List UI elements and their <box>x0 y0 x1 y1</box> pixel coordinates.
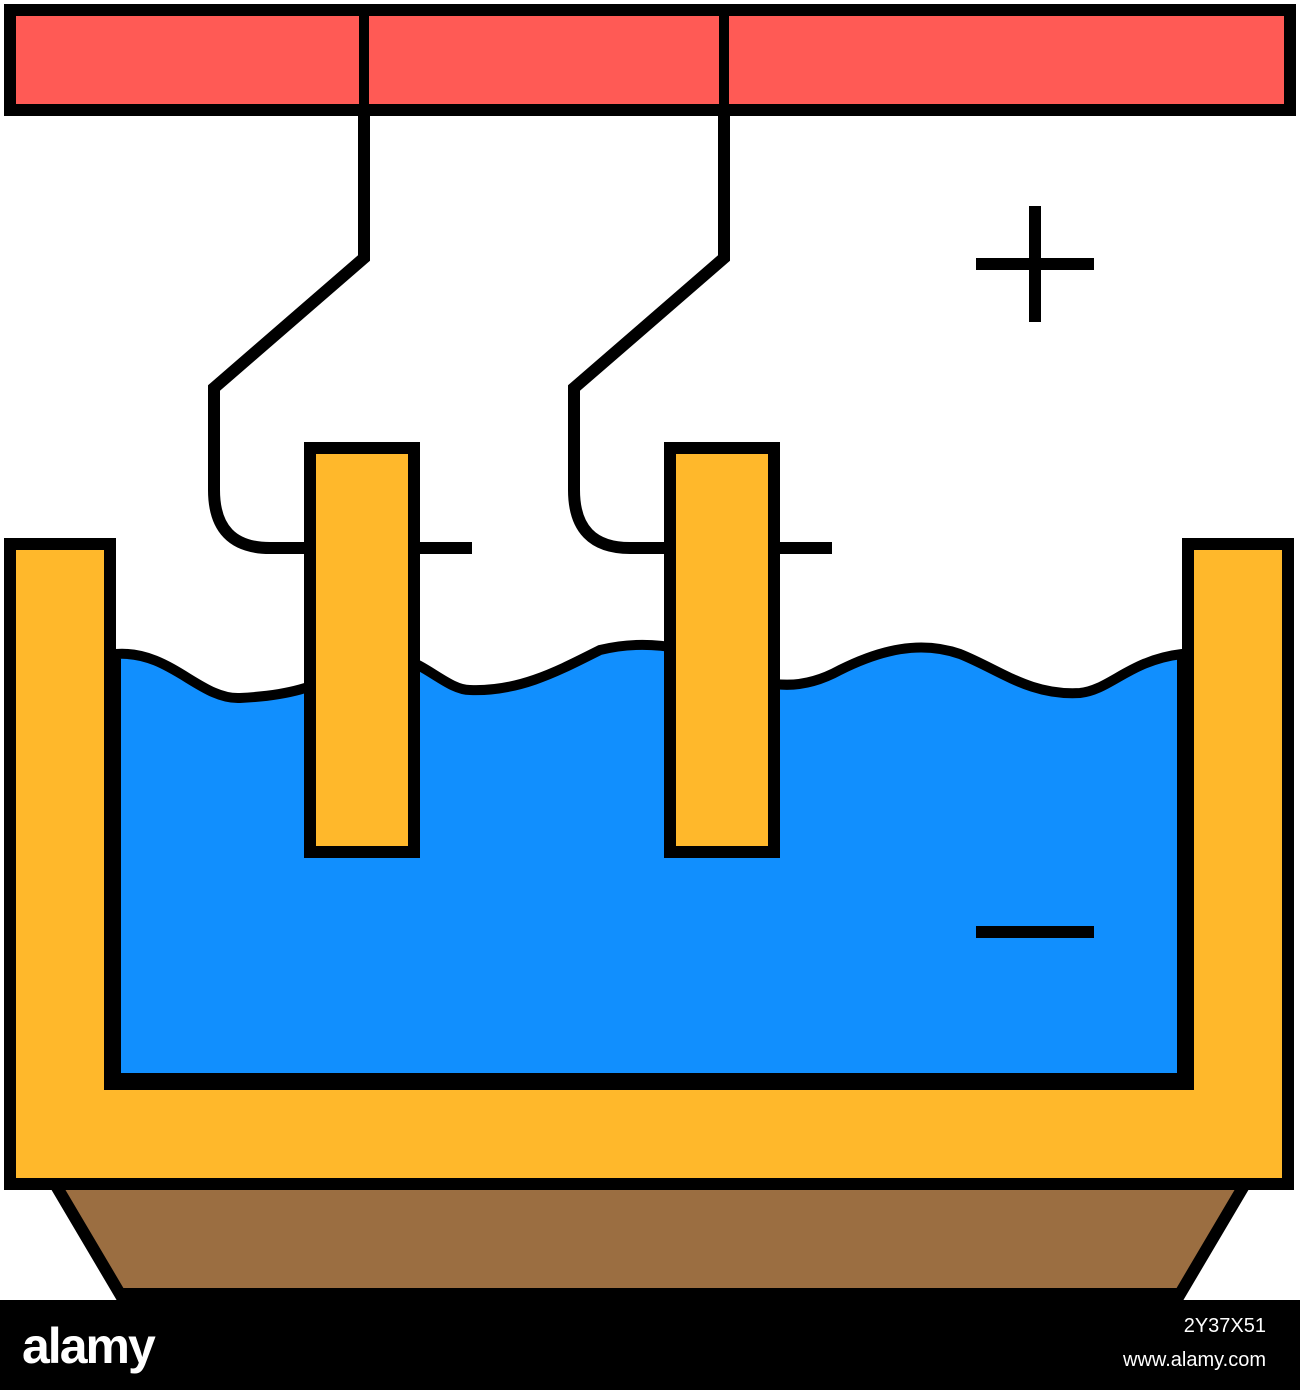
electrode-right <box>664 442 780 858</box>
brand-logo: alamy <box>22 1318 156 1374</box>
wire-right <box>568 110 730 554</box>
watermark-footer: alamy 2Y37X51 www.alamy.com <box>0 1300 1300 1390</box>
wire-left <box>208 110 370 554</box>
electrolysis-diagram <box>4 4 1296 1300</box>
electrode-left <box>304 442 420 858</box>
power-rail <box>4 4 1296 116</box>
tank <box>4 538 1294 1190</box>
plus-icon <box>976 206 1094 322</box>
site-url: www.alamy.com <box>1123 1349 1266 1371</box>
solution <box>111 639 1187 1083</box>
image-id: 2Y37X51 <box>1183 1315 1266 1337</box>
tank-base <box>44 1178 1256 1300</box>
